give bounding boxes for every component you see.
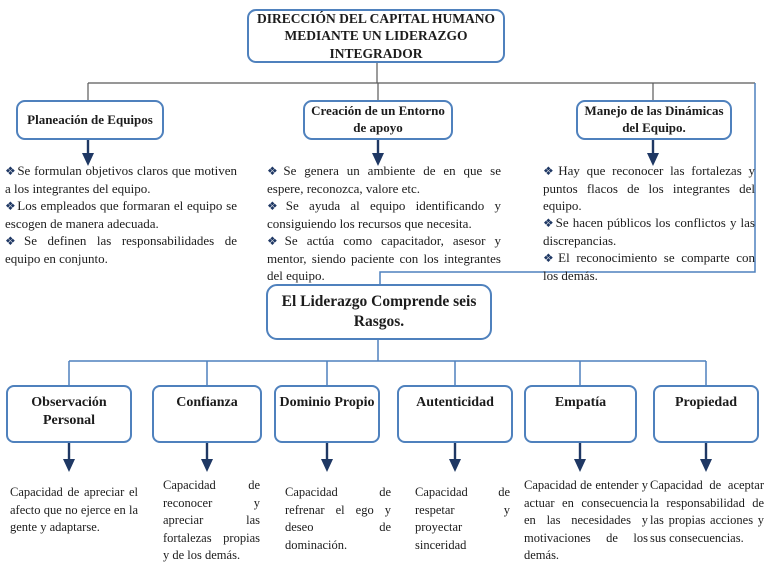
top-tree-lines — [87, 62, 755, 101]
bullet-list-dinamicas: ❖Hay que reconocer las fortalezas y punt… — [543, 162, 755, 284]
list-item-text: Se hacen públicos los conflictos y las d… — [543, 215, 755, 248]
list-item: ❖Se formulan objetivos claros que motive… — [5, 162, 237, 197]
root-title-box: DIRECCIÓN DEL CAPITAL HUMANO MEDIANTE UN… — [247, 9, 505, 63]
arrow-down-icon — [201, 443, 213, 472]
list-item: ❖Se ayuda al equipo identificando y cons… — [267, 197, 501, 232]
diamond-bullet-icon: ❖ — [267, 164, 283, 178]
trait-box-propiedad: Propiedad — [653, 385, 759, 443]
trait-box-confianza: Confianza — [152, 385, 262, 443]
section-box-entorno: Creación de un Entorno de apoyo — [303, 100, 453, 140]
arrow-down-icon — [700, 443, 712, 472]
trait-description: Capacidad de reconocer y apreciar las fo… — [163, 478, 260, 562]
list-item: ❖Se hacen públicos los conflictos y las … — [543, 214, 755, 249]
diamond-bullet-icon: ❖ — [5, 233, 23, 248]
arrow-down-icon — [372, 140, 384, 166]
trait-box-autenticidad: Autenticidad — [397, 385, 513, 443]
trait-description: Capacidad de refrenar el ego y deseo de … — [285, 485, 391, 552]
arrow-down-icon — [321, 443, 333, 472]
trait-label: Dominio Propio — [279, 395, 375, 410]
section-label: Manejo de las Dinámicas del Equipo. — [584, 103, 724, 135]
bullet-list-entorno: ❖Se genera un ambiente de en que se espe… — [267, 162, 501, 284]
arrow-down-icon — [63, 443, 75, 472]
trait-label: Autenticidad — [416, 395, 494, 410]
list-item: ❖Se genera un ambiente de en que se espe… — [267, 162, 501, 197]
list-item: ❖Los empleados que formaran el equipo se… — [5, 197, 237, 232]
list-item: ❖Hay que reconocer las fortalezas y punt… — [543, 162, 755, 214]
center-box-liderazgo: El Liderazgo Comprende seis Rasgos. — [266, 284, 492, 340]
trait-label: Propiedad — [675, 395, 737, 410]
list-item-text: Se actúa como capacitador, asesor y ment… — [267, 232, 501, 283]
list-item-text: Se definen las responsabilidades de equi… — [5, 232, 237, 266]
trait-label: Confianza — [176, 395, 238, 410]
diamond-bullet-icon: ❖ — [543, 251, 558, 266]
root-title-label: DIRECCIÓN DEL CAPITAL HUMANO MEDIANTE UN… — [257, 10, 495, 61]
trait-description: Capacidad de respetar y proyectar sincer… — [415, 485, 510, 552]
list-item-text: Se genera un ambiente de en que se esper… — [267, 163, 501, 196]
trait-description: Capacidad de aceptar la responsabilidad … — [650, 478, 764, 545]
list-item: ❖El reconocimiento se comparte con los d… — [543, 249, 755, 284]
section-box-planeacion: Planeación de Equipos — [16, 100, 164, 140]
arrow-down-icon — [82, 140, 94, 166]
center-label: El Liderazgo Comprende seis Rasgos. — [281, 292, 477, 330]
bottom-tree-lines — [68, 340, 707, 386]
list-item: ❖Se actúa como capacitador, asesor y men… — [267, 232, 501, 284]
list-item: ❖Se definen las responsabilidades de equ… — [5, 232, 237, 267]
list-item-text: Los empleados que formaran el equipo se … — [5, 197, 237, 231]
trait-label: Empatía — [554, 395, 607, 410]
diamond-bullet-icon: ❖ — [5, 164, 17, 178]
list-item-text: El reconocimiento se comparte con los de… — [543, 250, 755, 283]
section-label: Planeación de Equipos — [27, 111, 153, 127]
right-elbow-connector — [379, 83, 756, 285]
diamond-bullet-icon: ❖ — [267, 233, 284, 248]
arrow-down-icon — [574, 443, 586, 472]
list-item-text: Hay que reconocer las fortalezas y punto… — [543, 163, 755, 213]
trait-description: Capacidad de apreciar el afecto que no e… — [10, 485, 138, 534]
list-item-text: Se ayuda al equipo identificando y consi… — [267, 197, 501, 231]
diamond-bullet-icon: ❖ — [5, 198, 17, 213]
trait-description: Capacidad de entender y actuar en consec… — [524, 478, 648, 562]
diamond-bullet-icon: ❖ — [267, 198, 285, 213]
diamond-bullet-icon: ❖ — [543, 216, 555, 231]
trait-box-empatia: Empatía — [524, 385, 637, 443]
trait-box-observacion-personal: Observación Personal — [6, 385, 132, 443]
arrow-down-icon — [449, 443, 461, 472]
section-box-dinamicas: Manejo de las Dinámicas del Equipo. — [576, 100, 732, 140]
trait-box-dominio-propio: Dominio Propio — [274, 385, 380, 443]
bullet-list-planeacion: ❖Se formulan objetivos claros que motive… — [5, 162, 237, 267]
section-label: Creación de un Entorno de apoyo — [311, 103, 445, 135]
list-item-text: Se formulan objetivos claros que motiven… — [5, 163, 238, 196]
trait-label: Observación Personal — [31, 395, 107, 429]
arrow-down-icon — [647, 140, 659, 166]
diamond-bullet-icon: ❖ — [543, 164, 558, 178]
